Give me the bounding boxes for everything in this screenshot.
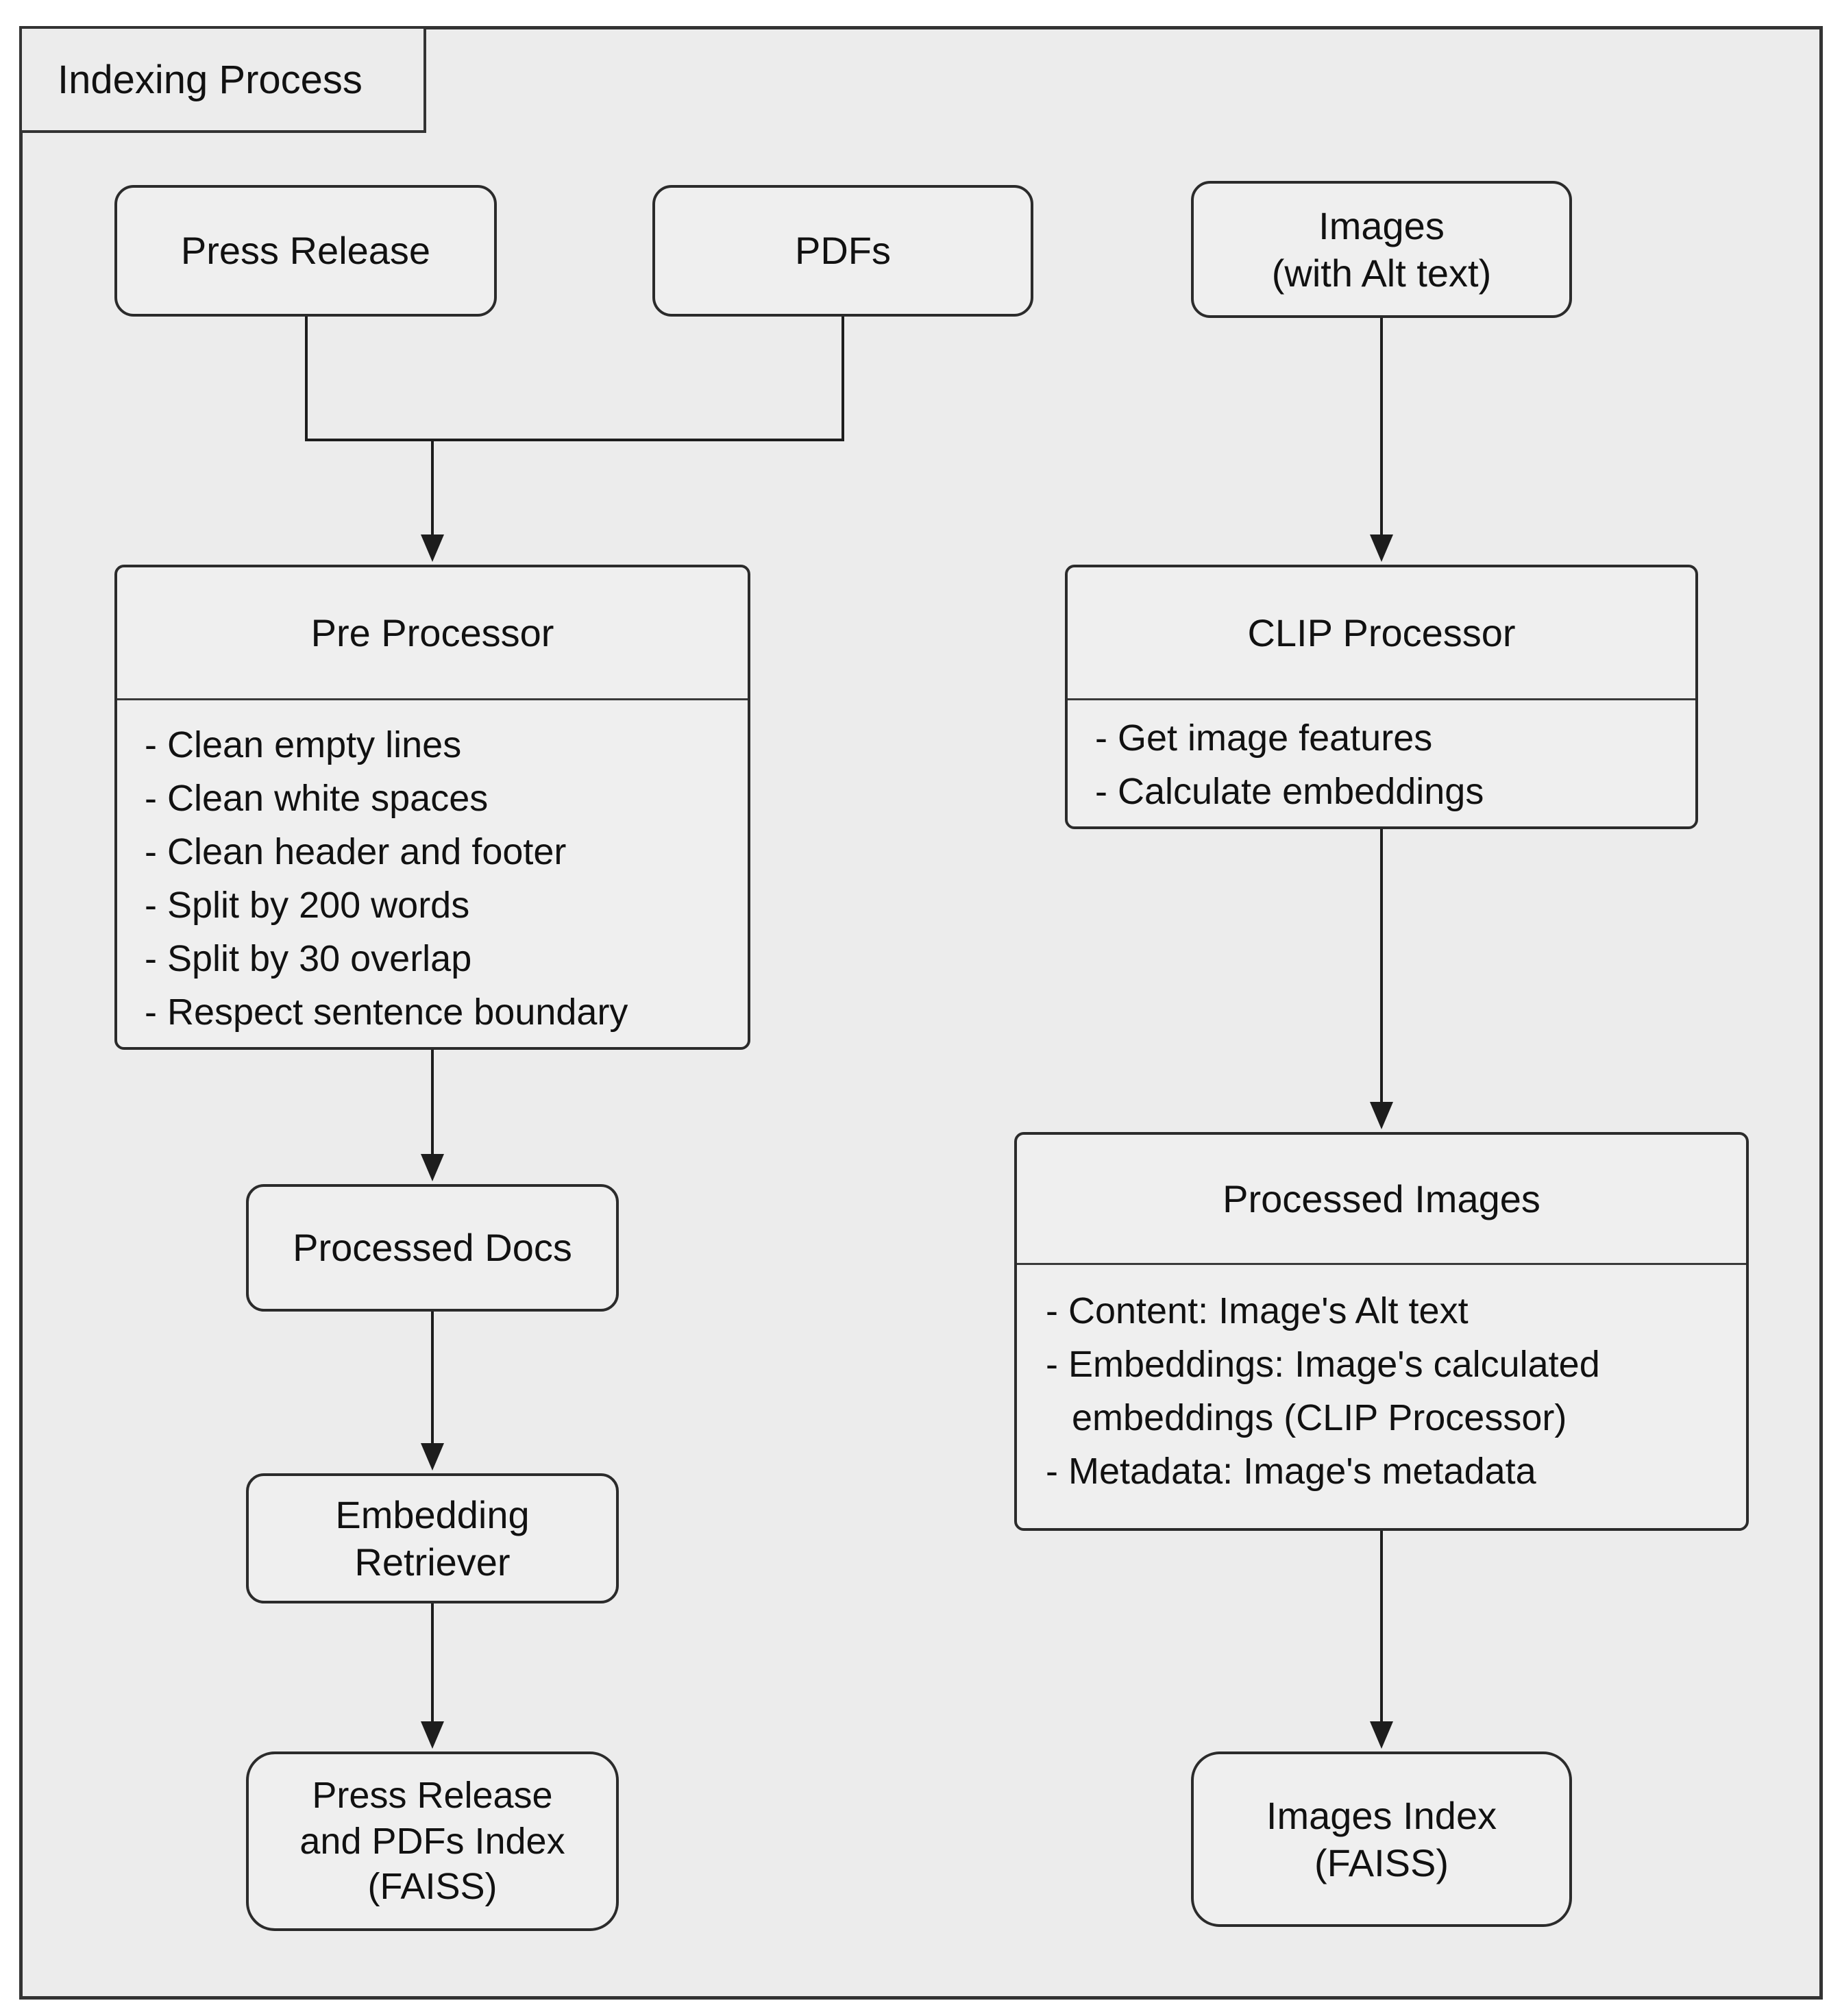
list-item: - Split by 200 words	[145, 885, 470, 926]
node-processed-docs: Processed Docs	[246, 1184, 619, 1312]
list-item: - Get image features	[1095, 717, 1433, 759]
node-images-index-label: Images Index (FAISS)	[1266, 1793, 1497, 1884]
node-pdfs: PDFs	[652, 185, 1033, 317]
diagram-title-box: Indexing Process	[19, 26, 426, 133]
list-item: - Embeddings: Image's calculated embeddi…	[1046, 1344, 1600, 1438]
node-press-release-label: Press Release	[180, 229, 431, 273]
node-press-release: Press Release	[114, 185, 497, 317]
node-embedding-retriever-label: Embedding Retriever	[335, 1492, 530, 1584]
node-clip-processor-title: CLIP Processor	[1068, 567, 1695, 700]
node-processed-docs-label: Processed Docs	[293, 1226, 572, 1270]
node-press-pdfs-index: Press Release and PDFs Index (FAISS)	[246, 1751, 619, 1931]
list-item: - Metadata: Image's metadata	[1046, 1451, 1536, 1492]
node-clip-processor-items: - Get image features - Calculate embeddin…	[1068, 700, 1695, 826]
list-item: - Clean white spaces	[145, 778, 489, 819]
list-item: - Calculate embeddings	[1095, 771, 1484, 812]
node-images-index: Images Index (FAISS)	[1191, 1751, 1572, 1927]
node-processed-images: Processed Images - Content: Image's Alt …	[1014, 1132, 1749, 1531]
node-embedding-retriever: Embedding Retriever	[246, 1473, 619, 1603]
list-item: - Respect sentence boundary	[145, 992, 628, 1033]
node-pdfs-label: PDFs	[795, 229, 891, 273]
node-pre-processor: Pre Processor - Clean empty lines- Clean…	[114, 565, 750, 1050]
diagram-title: Indexing Process	[58, 57, 363, 102]
list-item: - Content: Image's Alt text	[1046, 1290, 1469, 1331]
node-clip-processor: CLIP Processor - Get image features - Cal…	[1065, 565, 1698, 829]
node-press-pdfs-index-label: Press Release and PDFs Index (FAISS)	[299, 1774, 565, 1908]
node-processed-images-title: Processed Images	[1017, 1135, 1746, 1265]
node-pre-processor-items: - Clean empty lines - Clean white spaces -…	[117, 700, 748, 1047]
node-pre-processor-title: Pre Processor	[117, 567, 748, 700]
list-item: - Clean header and footer	[145, 831, 567, 872]
list-item: - Clean empty lines	[145, 724, 462, 765]
list-item: - Split by 30 overlap	[145, 938, 472, 979]
node-images: Images (with Alt text)	[1191, 181, 1572, 318]
node-processed-images-items: - Content: Image's Alt text - Embeddings:…	[1017, 1265, 1746, 1528]
node-images-label: Images (with Alt text)	[1271, 204, 1492, 295]
